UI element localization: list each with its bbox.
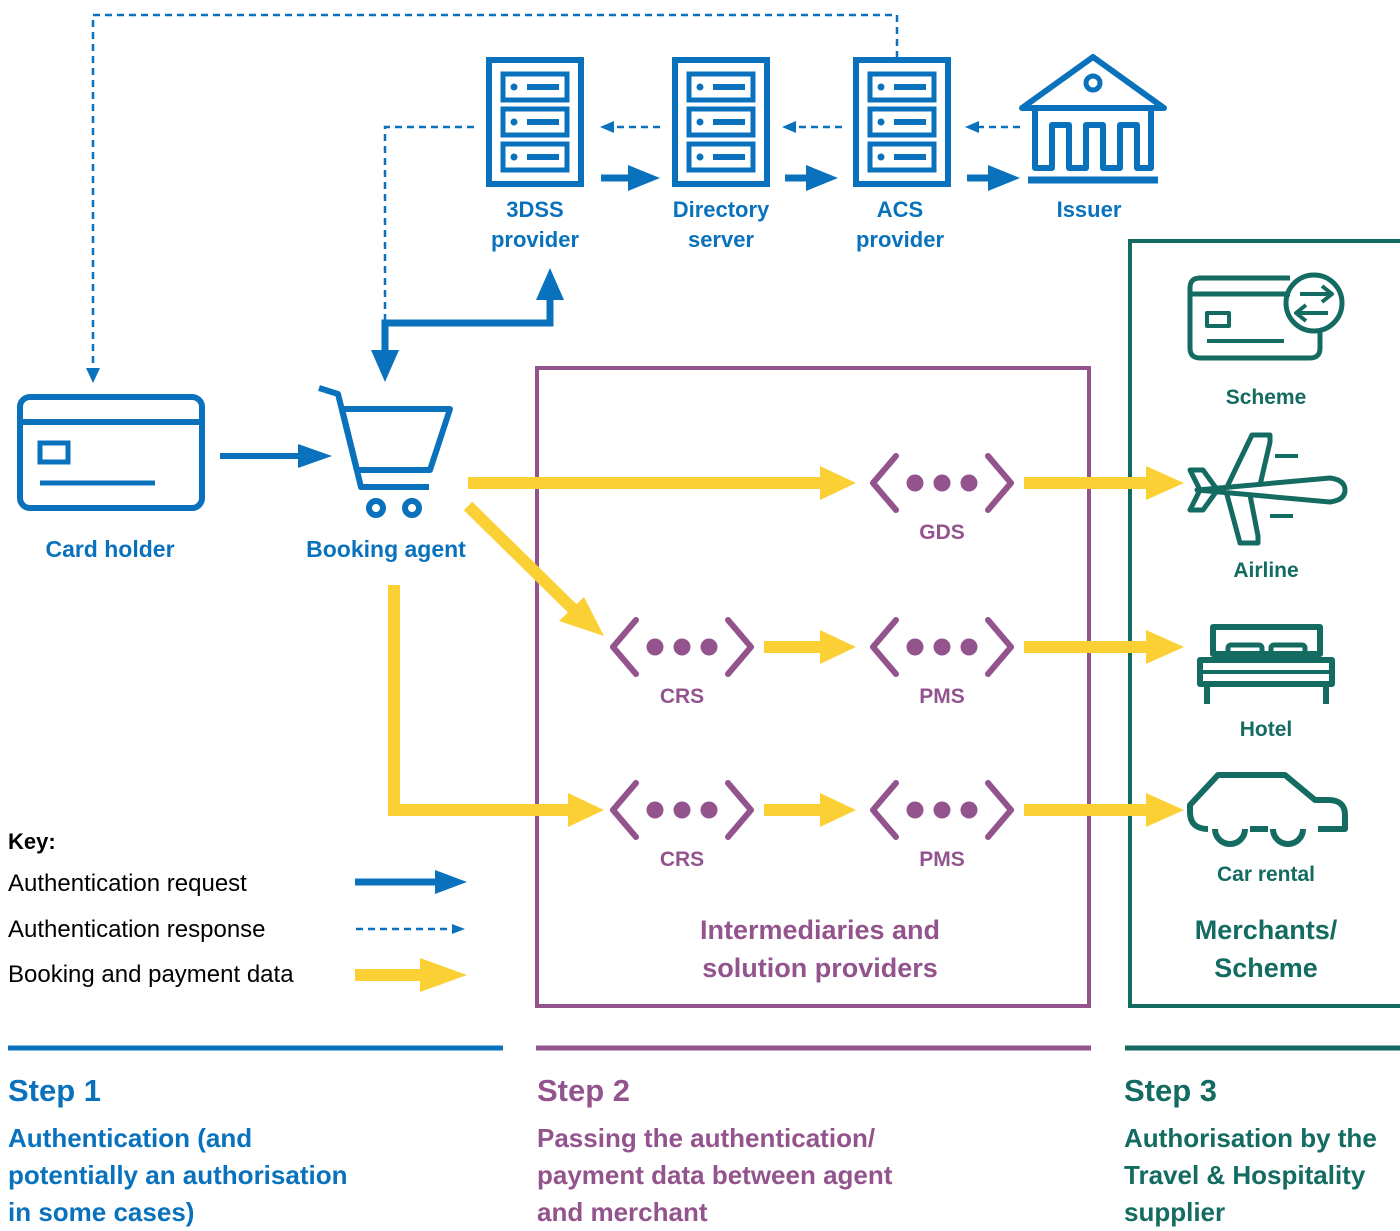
acs-label: ACS provider xyxy=(855,197,945,252)
pms-label-2: PMS xyxy=(919,848,965,871)
key-title: Key: xyxy=(8,829,56,854)
crs-label-2: CRS xyxy=(659,848,705,871)
code-brackets-icon-crs-1 xyxy=(613,620,751,674)
scheme-label: Scheme xyxy=(1225,386,1307,409)
pms-label-1: PMS xyxy=(919,685,965,708)
bed-icon xyxy=(1197,624,1335,704)
step2-title: Step 2 xyxy=(537,1073,631,1108)
step1-title: Step 1 xyxy=(8,1073,102,1108)
booking-data-heads xyxy=(559,466,1184,827)
car-icon xyxy=(1187,772,1348,847)
code-brackets-icon-pms-2 xyxy=(873,783,1011,837)
crs-label-1: CRS xyxy=(659,685,705,708)
server-icon-acs xyxy=(856,60,948,184)
car-rental-label: Car rental xyxy=(1216,863,1316,886)
threedss-label: 3DSS provider xyxy=(490,197,580,252)
merchants-box xyxy=(1128,239,1400,1008)
code-brackets-icon-pms-1 xyxy=(873,620,1011,674)
key-auth-request: Authentication request xyxy=(8,870,247,897)
shopping-cart-icon xyxy=(318,385,453,518)
credit-card-icon xyxy=(17,394,205,511)
airplane-icon xyxy=(1187,432,1348,546)
card-exchange-icon xyxy=(1187,272,1345,361)
card-holder-label: Card holder xyxy=(45,536,175,562)
hotel-label: Hotel xyxy=(1239,718,1293,741)
directory-label: Directory server xyxy=(672,197,770,252)
intermediaries-box xyxy=(535,366,1091,1008)
code-brackets-icon-crs-2 xyxy=(613,783,751,837)
code-brackets-icon-gds xyxy=(873,456,1011,510)
server-icon-3dss xyxy=(489,60,581,184)
key-arrows xyxy=(355,870,467,992)
airline-label: Airline xyxy=(1233,559,1299,582)
step2-description: Passing the authentication/ payment data… xyxy=(537,1123,893,1227)
booking-data-lines xyxy=(388,477,1148,816)
auth-request-arrows xyxy=(220,165,1020,468)
key-booking-data: Booking and payment data xyxy=(8,961,294,988)
step3-title: Step 3 xyxy=(1124,1073,1218,1108)
merchants-title: Merchants/ Scheme xyxy=(1194,915,1338,983)
gds-label: GDS xyxy=(919,521,965,544)
auth-response-arrows xyxy=(91,13,1020,370)
step1-description: Authentication (and potentially an autho… xyxy=(8,1123,348,1227)
bank-icon xyxy=(1019,54,1167,184)
step3-description: Authorisation by the Travel & Hospitalit… xyxy=(1124,1123,1377,1227)
issuer-label: Issuer xyxy=(1056,197,1122,222)
auth-response-heads xyxy=(86,121,979,383)
booking-agent-label: Booking agent xyxy=(306,536,466,562)
server-icon-directory xyxy=(675,60,767,184)
key-auth-response: Authentication response xyxy=(8,916,266,943)
intermediaries-title: Intermediaries and solution providers xyxy=(699,915,941,983)
